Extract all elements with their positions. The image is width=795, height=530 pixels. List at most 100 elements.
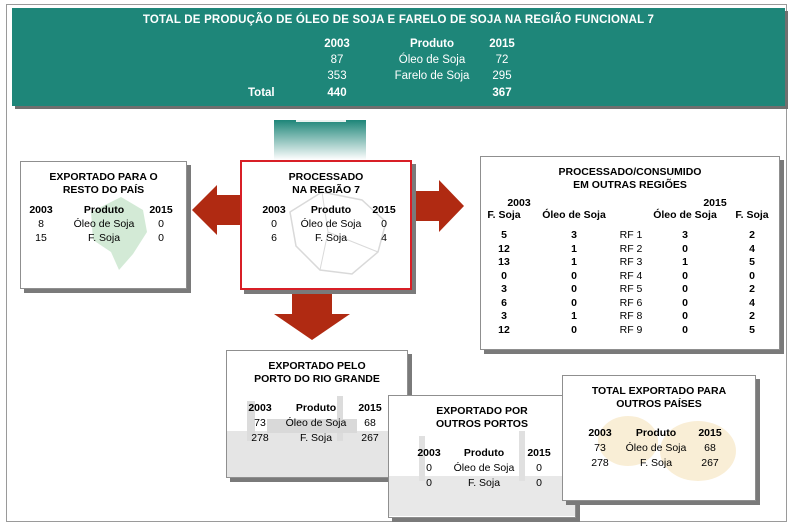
other-countries-header-2015: 2015 <box>698 427 722 439</box>
other-countries-header-produto: Produto <box>635 427 677 439</box>
exported-country-title-1: EXPORTADO PARA O <box>49 171 158 183</box>
other-countries-title-2: OUTROS PAÍSES <box>616 398 702 410</box>
other-regions-cell-fs2015: 4 <box>749 296 755 309</box>
other-regions-cell-os2003: 1 <box>571 256 577 268</box>
port-row1-2003: 73 <box>254 417 266 429</box>
other-regions-cell-os2003: 0 <box>571 283 577 295</box>
port-header-2003: 2003 <box>248 402 272 414</box>
processed-region-row1-produto: Óleo de Soja <box>300 218 362 230</box>
exported-country-header-2015: 2015 <box>149 204 173 216</box>
port-rio-grande-box: EXPORTADO PELO PORTO DO RIO GRANDE 2003 … <box>226 350 408 478</box>
arrow-down-icon <box>274 292 350 340</box>
other-countries-title-1: TOTAL EXPORTADO PARA <box>591 385 727 397</box>
arrow-right-icon <box>416 180 464 232</box>
banner-header-produto: Produto <box>409 38 455 50</box>
other-regions-cell-fs2003: 5 <box>501 229 507 241</box>
world-map-icon <box>598 416 736 481</box>
other-regions-cell-os2015: 0 <box>682 323 688 336</box>
port-row1-2015: 68 <box>364 417 376 429</box>
flow-connector <box>274 120 366 160</box>
banner-row1-2003: 87 <box>330 54 344 66</box>
other-ports-title-2: OUTROS PORTOS <box>436 418 528 430</box>
other-regions-cell-fs2015: 0 <box>749 269 755 282</box>
other-regions-cell-fs2015: 5 <box>749 256 755 268</box>
other-regions-header-os2015: Óleo de Soja <box>653 209 717 221</box>
banner-row1-2015: 72 <box>495 54 509 66</box>
other-countries-header-2003: 2003 <box>588 427 612 439</box>
brazil-map-icon <box>91 197 147 270</box>
processed-region-row2-2003: 6 <box>271 232 277 244</box>
banner-row1-produto: Óleo de Soja <box>398 54 466 66</box>
other-regions-cell-fs2003: 3 <box>501 283 507 295</box>
other-ports-row2-produto: F. Soja <box>467 477 501 489</box>
other-regions-cell-fs2003: 12 <box>498 242 510 255</box>
other-regions-header-fs2003: F. Soja <box>487 209 521 221</box>
other-countries-row1-2003: 73 <box>594 442 606 454</box>
other-regions-cell-rf: RF 9 <box>619 323 643 336</box>
port-header-2015: 2015 <box>358 402 382 414</box>
banner-total-2015: 367 <box>492 87 512 99</box>
exported-country-row2-2003: 15 <box>35 232 47 244</box>
other-regions-cell-rf: RF 8 <box>619 310 643 322</box>
other-countries-row1-2015: 68 <box>704 442 716 454</box>
other-regions-cell-rf: RF 1 <box>619 229 643 241</box>
production-total-banner: TOTAL DE PRODUÇÃO DE ÓLEO DE SOJA E FARE… <box>12 8 785 106</box>
port-row2-2003: 278 <box>251 432 269 444</box>
processed-region-row2-2015: 4 <box>381 232 387 244</box>
exported-country-row2-2015: 0 <box>158 232 164 244</box>
other-ports-row2-2003: 0 <box>426 477 432 489</box>
port-title-2: PORTO DO RIO GRANDE <box>254 373 380 385</box>
processed-region-row1-2003: 0 <box>271 218 277 230</box>
other-regions-cell-fs2015: 2 <box>749 229 755 241</box>
banner-row2-produto: Farelo de Soja <box>394 70 470 82</box>
other-regions-cell-os2003: 3 <box>571 229 577 241</box>
other-countries-row2-2003: 278 <box>591 457 609 469</box>
other-regions-cell-rf: RF 2 <box>619 242 643 255</box>
exported-country-row1-2015: 0 <box>158 218 164 230</box>
port-row2-2015: 267 <box>361 432 379 444</box>
other-regions-cell-os2015: 0 <box>682 296 688 309</box>
other-regions-cell-os2015: 0 <box>682 269 688 282</box>
port-row2-produto: F. Soja <box>299 432 333 444</box>
other-regions-cell-os2003: 0 <box>571 296 577 309</box>
other-ports-row2-2015: 0 <box>536 477 542 489</box>
other-regions-year-2015: 2015 <box>703 197 727 209</box>
other-regions-box: PROCESSADO/CONSUMIDO EM OUTRAS REGIÕES 2… <box>480 156 780 350</box>
banner-total-label: Total <box>248 87 275 99</box>
processed-region-row1-2015: 0 <box>381 218 387 230</box>
processed-region-title-1: PROCESSADO <box>288 171 364 183</box>
other-regions-cell-os2003: 1 <box>571 310 577 322</box>
other-regions-cell-fs2003: 12 <box>498 323 510 336</box>
other-regions-cell-fs2003: 6 <box>501 296 507 309</box>
other-ports-row1-2015: 0 <box>536 462 542 474</box>
other-regions-cell-os2003: 1 <box>571 242 577 255</box>
other-regions-cell-rf: RF 5 <box>619 283 643 295</box>
exported-country-row2-produto: F. Soja <box>87 232 121 244</box>
processed-region-title-2: NA REGIÃO 7 <box>292 184 360 196</box>
other-regions-cell-os2015: 3 <box>682 229 688 241</box>
other-regions-cell-os2015: 0 <box>682 283 688 295</box>
port-header-produto: Produto <box>295 402 337 414</box>
other-ports-row1-produto: Óleo de Soja <box>453 462 515 474</box>
other-ports-header-produto: Produto <box>463 447 505 459</box>
exported-rest-of-country-box: EXPORTADO PARA O RESTO DO PAÍS 2003 Prod… <box>20 161 187 289</box>
banner-row2-2003: 353 <box>327 70 347 82</box>
other-ports-header-2015: 2015 <box>527 447 551 459</box>
other-regions-header-fs2015: F. Soja <box>735 209 769 221</box>
processed-region-header-produto: Produto <box>310 204 352 216</box>
other-ports-box: EXPORTADO POR OUTROS PORTOS 2003 Produto… <box>388 395 576 518</box>
other-regions-cell-os2003: 0 <box>571 323 577 336</box>
other-regions-cell-os2015: 1 <box>682 256 688 268</box>
other-regions-year-2003: 2003 <box>507 197 531 209</box>
other-ports-row1-2003: 0 <box>426 462 432 474</box>
other-countries-row1-produto: Óleo de Soja <box>625 442 687 454</box>
other-countries-row2-produto: F. Soja <box>639 457 673 469</box>
flow-connector-highlight <box>296 120 346 122</box>
processed-region-row2-produto: F. Soja <box>314 232 348 244</box>
processed-region-header-2015: 2015 <box>372 204 396 216</box>
banner-header-2003: 2003 <box>324 38 350 50</box>
port-image-icon <box>227 396 407 477</box>
other-regions-cell-rf: RF 3 <box>619 256 643 268</box>
other-regions-cell-fs2003: 13 <box>498 256 510 268</box>
exported-country-header-2003: 2003 <box>29 204 53 216</box>
